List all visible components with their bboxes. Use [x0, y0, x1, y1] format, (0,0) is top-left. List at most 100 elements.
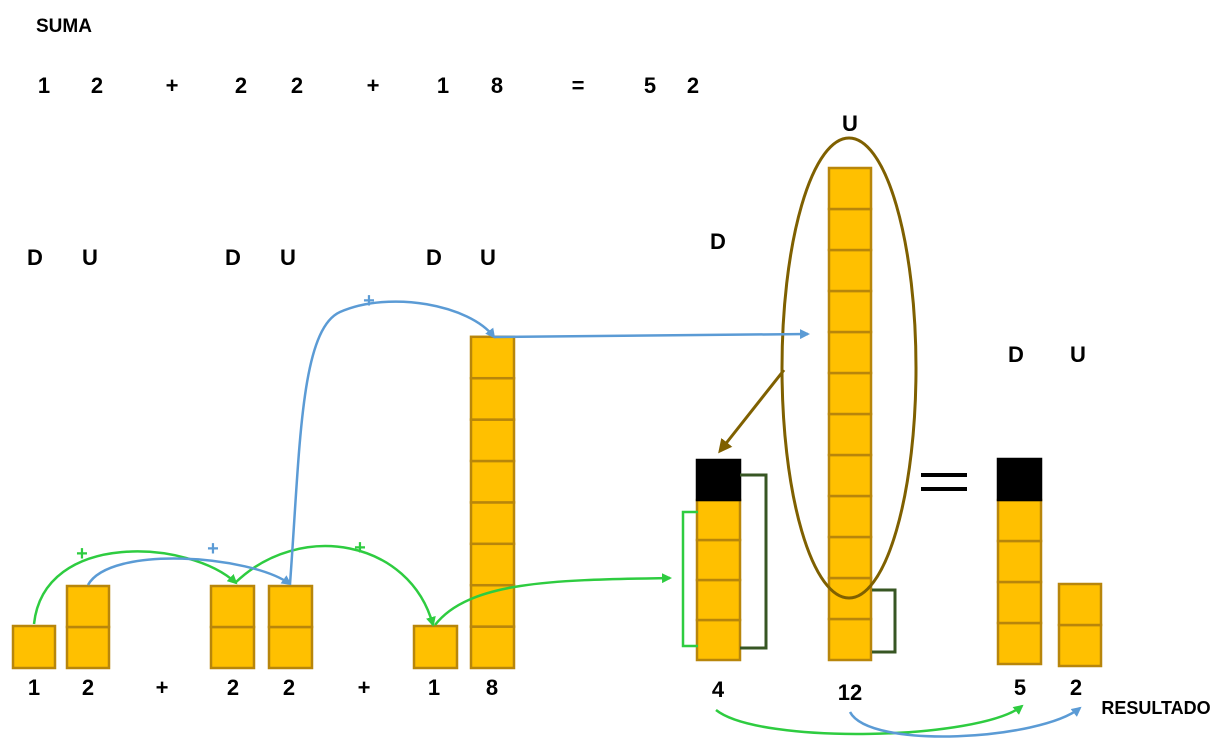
blue-arrow: [288, 300, 496, 585]
unit-block: [1057, 623, 1103, 668]
title: SUMA: [36, 16, 92, 37]
unit-block: [827, 453, 873, 498]
unit-block: [827, 248, 873, 293]
unit-block: [11, 624, 57, 670]
unit-block: [469, 376, 516, 421]
green-plus-sign: +: [76, 543, 88, 565]
unit-block: [65, 625, 111, 670]
unit-block: [827, 494, 873, 539]
tens-group-bracket: [681, 510, 698, 648]
group1-tens-stack: [11, 624, 57, 670]
operator-label: +: [358, 675, 371, 700]
tens-header: D: [710, 229, 726, 254]
eq-digit: 8: [491, 73, 503, 98]
green-arrow: [715, 704, 1024, 736]
units-header: U: [842, 111, 858, 136]
group3-units-stack: [469, 335, 516, 670]
carried-ten-block: [996, 457, 1043, 502]
green-arrow: [32, 550, 238, 625]
top-equation: 1 2 + 2 2 + 1 8 = 5 2: [38, 73, 699, 98]
tens-header: D: [225, 245, 241, 270]
blue-arrow: [848, 706, 1082, 738]
green-arrow: [234, 544, 436, 627]
group2-units-label: 2: [283, 675, 295, 700]
group1-units-label: 2: [82, 675, 94, 700]
unit-block: [827, 289, 873, 334]
eq-digit: 1: [38, 73, 50, 98]
unit-block: [827, 207, 873, 252]
result-units-label: 2: [1070, 675, 1082, 700]
units-header: U: [280, 245, 296, 270]
unit-block: [695, 538, 742, 582]
unit-block: [469, 459, 516, 504]
eq-digit: 2: [235, 73, 247, 98]
block-stacks: [11, 166, 1103, 670]
unit-block: [412, 624, 459, 670]
unit-block: [209, 584, 256, 629]
unit-block: [827, 166, 873, 211]
equals-bar: [921, 473, 967, 477]
unit-block: [827, 330, 873, 375]
sum-units-label: 12: [838, 680, 862, 705]
unit-block: [469, 501, 516, 546]
group3-tens-label: 1: [428, 675, 440, 700]
units-header: U: [1070, 342, 1086, 367]
units-header: U: [480, 245, 496, 270]
eq-equals: =: [572, 73, 585, 98]
unit-block: [695, 498, 742, 542]
result-caption: RESULTADO: [1101, 698, 1210, 718]
unit-block: [695, 578, 742, 622]
tens-bracket: [740, 473, 768, 650]
units-header: U: [82, 245, 98, 270]
unit-block: [65, 584, 111, 629]
carried-ten-block: [695, 458, 742, 502]
sum-tens-stack: [695, 458, 742, 662]
unit-block: [469, 418, 516, 463]
eq-result-digit: 5: [644, 73, 656, 98]
blue-arrows: [86, 300, 1082, 738]
green-arrow: [434, 573, 672, 626]
unit-block: [695, 618, 742, 662]
blue-arrow: [493, 329, 810, 340]
bottom-labels: 1 2 + 2 2 + 1 8 4 12 5 2 RESULTADO: [28, 675, 1211, 718]
blue-plus-sign: +: [363, 290, 375, 312]
tens-header: D: [426, 245, 442, 270]
result-units-stack: [1057, 582, 1103, 668]
operator-label: +: [156, 675, 169, 700]
unit-block: [827, 371, 873, 416]
eq-digit: 1: [437, 73, 449, 98]
sum-tens-label: 4: [712, 677, 725, 702]
group1-tens-label: 1: [28, 675, 40, 700]
group3-units-label: 8: [486, 675, 498, 700]
tens-header: D: [1008, 342, 1024, 367]
eq-result-digit: 2: [687, 73, 699, 98]
unit-block: [469, 625, 516, 670]
column-headers: D U D U D U D U D U: [27, 111, 1086, 367]
unit-block: [827, 617, 873, 662]
equals-bar: [921, 487, 967, 491]
blue-arrow: [86, 557, 292, 586]
equals-sign: [921, 473, 967, 491]
group2-units-stack: [267, 584, 314, 670]
eq-operator: +: [367, 73, 380, 98]
eq-digit: 2: [291, 73, 303, 98]
unit-block: [267, 625, 314, 670]
units-bracket: [872, 588, 897, 654]
unit-block: [996, 621, 1043, 666]
unit-block: [996, 580, 1043, 625]
tens-header: D: [27, 245, 43, 270]
unit-block: [469, 542, 516, 587]
eq-digit: 2: [91, 73, 103, 98]
unit-block: [267, 584, 314, 629]
unit-block: [827, 412, 873, 457]
blue-plus-sign: +: [207, 538, 219, 560]
sum-units-stack: [827, 166, 873, 662]
unit-block: [996, 498, 1043, 543]
unit-block: [1057, 582, 1103, 627]
regroup-arrow: [718, 369, 786, 454]
unit-block: [827, 535, 873, 580]
green-arrows: [32, 544, 1024, 736]
unit-block: [209, 625, 256, 670]
group1-units-stack: [65, 584, 111, 670]
